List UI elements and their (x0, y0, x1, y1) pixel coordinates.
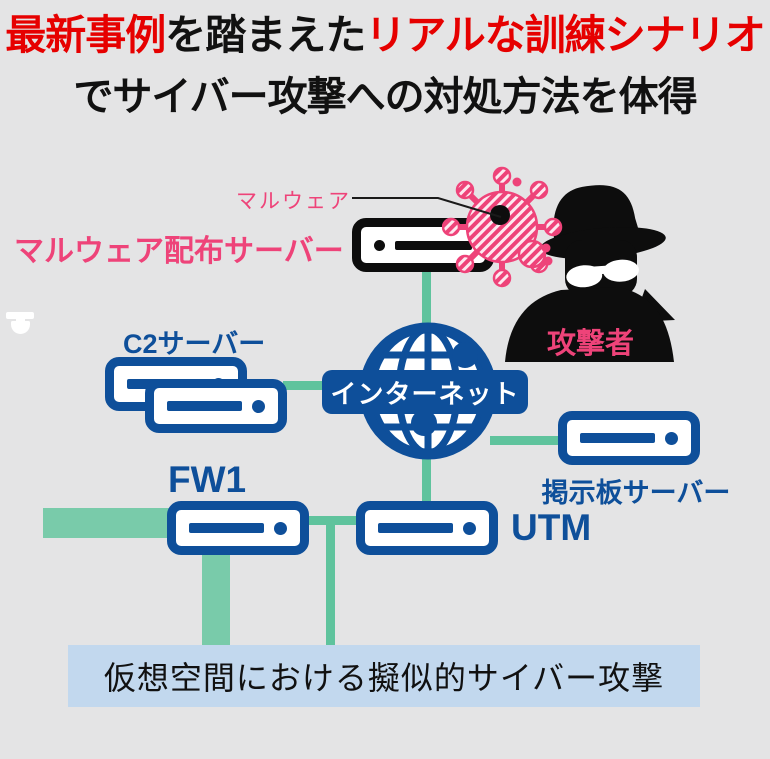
white-glyph-icon (6, 310, 36, 338)
fw1-label: FW1 (168, 459, 247, 500)
attacker-spy-icon (505, 185, 675, 362)
bulletin-server-icon (558, 411, 700, 465)
c2-server-label: C2サーバー (123, 329, 266, 359)
attacker-label: 攻撃者 (546, 328, 634, 360)
connector-thick-left-fw1 (43, 508, 170, 538)
fw1-server-icon (167, 501, 309, 555)
connector-down-to-caption (326, 520, 335, 645)
connector-malwareserver-internet (422, 270, 431, 330)
caption-box: 仮想空間における擬似的サイバー攻撃 (68, 645, 700, 707)
malware-virus-icon (442, 166, 563, 288)
title-segment-red-2: リアルな訓練シナリオ (365, 12, 766, 58)
internet-label-badge: インターネット (322, 370, 528, 414)
page-subtitle: でサイバー攻撃への対処方法を体得 (73, 75, 697, 119)
malware-label: マルウェア (236, 190, 351, 213)
bulletin-server-label: 掲示板サーバー (541, 478, 731, 508)
title-segment-black: を踏まえた (165, 12, 366, 58)
internet-label: インターネット (330, 378, 520, 409)
utm-label: UTM (511, 507, 592, 548)
malware-server-label: マルウェア配布サーバー (14, 235, 344, 268)
connector-c2-internet (283, 381, 326, 390)
connector-internet-bulletin (490, 436, 562, 445)
malware-pointer-line (352, 197, 502, 218)
utm-server-icon (356, 501, 498, 555)
connector-internet-utm (422, 455, 431, 507)
page-title: 最新事例を踏まえたリアルな訓練シナリオ (0, 8, 770, 62)
caption-text: 仮想空間における擬似的サイバー攻撃 (103, 660, 665, 696)
title-segment-red-1: 最新事例 (5, 12, 166, 58)
connector-thick-fw1-caption (202, 552, 230, 645)
c2-server-front-icon (145, 379, 287, 433)
